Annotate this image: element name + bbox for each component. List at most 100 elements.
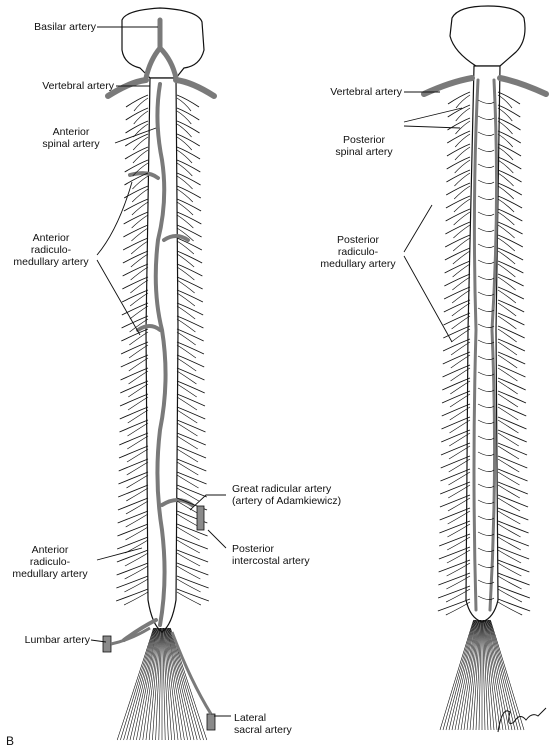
nerve-root	[497, 146, 514, 161]
nerve-root	[446, 575, 471, 590]
nerve-root	[130, 279, 149, 294]
plexus-link	[477, 355, 495, 360]
nerve-root	[176, 344, 197, 359]
cauda-fiber	[485, 619, 501, 731]
cauda-fiber	[166, 627, 188, 741]
nerve-root	[122, 250, 149, 264]
nerve-root	[497, 471, 520, 486]
nerve-root	[497, 172, 514, 187]
nerve-root	[439, 507, 471, 521]
nerve-root	[128, 357, 149, 372]
nerve-root	[497, 299, 525, 313]
nerve-root	[176, 370, 197, 385]
nerve-root	[176, 136, 193, 151]
nerve-root	[497, 497, 521, 512]
nerve-root	[447, 117, 471, 131]
nerve-root	[444, 234, 471, 248]
nerve-root	[453, 224, 471, 239]
nerve-root	[125, 120, 149, 134]
cauda-fiber	[148, 627, 160, 741]
nerve-root	[446, 130, 471, 144]
nerve-root	[497, 130, 522, 144]
cauda-fiber	[484, 619, 498, 731]
nerve-root	[497, 510, 521, 525]
nerve-root	[497, 107, 513, 122]
cauda-fiber	[167, 627, 192, 741]
nerve-root	[126, 487, 149, 502]
nerve-root	[449, 393, 471, 408]
nerve-root	[176, 474, 199, 489]
nerve-root	[497, 572, 530, 586]
nerve-root	[443, 312, 471, 326]
nerve-root	[127, 422, 149, 437]
nerve-root	[176, 409, 198, 424]
nerve-root	[176, 289, 204, 303]
plexus-link	[477, 387, 495, 392]
nerve-root	[444, 260, 471, 274]
nerve-root	[445, 588, 471, 603]
nerve-root	[445, 221, 471, 235]
nerve-root	[176, 315, 204, 329]
left-brainstem	[121, 7, 205, 79]
nerve-root	[447, 523, 471, 538]
cauda-fiber	[168, 627, 201, 741]
nerve-root	[497, 494, 529, 508]
nerve-root	[176, 328, 204, 342]
plexus-link	[477, 179, 495, 184]
nerve-root	[125, 526, 149, 541]
nerve-root	[455, 94, 471, 109]
cauda-fiber	[451, 619, 477, 731]
nerve-root	[445, 208, 471, 222]
cauda-fiber	[132, 627, 157, 741]
nerve-root	[131, 214, 149, 229]
nerve-root	[117, 523, 149, 537]
nerve-root	[438, 559, 471, 573]
cauda-fiber	[482, 619, 489, 731]
posterior-intercostal-stub	[196, 505, 205, 531]
nerve-root	[121, 302, 149, 316]
nerve-root	[120, 341, 149, 355]
cauda-fiber	[488, 619, 519, 731]
nerve-root	[176, 97, 192, 112]
nerve-root	[176, 224, 202, 238]
nerve-root	[132, 175, 149, 190]
cauda-fiber	[463, 619, 479, 731]
plexus-link	[477, 259, 495, 264]
right-posterior-view	[421, 5, 549, 733]
nerve-root	[176, 523, 208, 537]
nerve-root	[124, 565, 149, 580]
nerve-root	[449, 419, 471, 434]
nerve-root	[497, 601, 523, 616]
nerve-root	[497, 182, 523, 196]
anterior-radiculo-medullary-label-upper: Anterior radiculo- medullary artery	[13, 232, 89, 268]
nerve-root	[131, 227, 149, 242]
leader-lines	[90, 26, 463, 717]
nerve-root	[176, 175, 193, 190]
nerve-root	[128, 344, 149, 359]
nerve-root	[497, 354, 518, 369]
nerve-root	[176, 539, 201, 554]
nerve-root	[176, 383, 197, 398]
nerve-root	[447, 91, 471, 105]
nerve-root	[497, 533, 530, 547]
nerve-root	[118, 445, 149, 459]
nerve-root	[176, 578, 201, 593]
nerve-root	[176, 211, 202, 225]
plexus-link	[477, 371, 495, 376]
artist-signature	[497, 707, 547, 733]
cauda-fiber	[488, 619, 516, 731]
nerve-root	[176, 536, 209, 550]
plexus-link	[477, 451, 495, 456]
nerve-root	[127, 396, 149, 411]
anterior-spinal-artery-vessel	[153, 82, 168, 627]
nerve-root	[443, 299, 471, 313]
nerve-root	[441, 429, 471, 443]
nerve-root	[176, 396, 198, 411]
nerve-root	[451, 315, 471, 330]
nerve-root	[119, 393, 149, 407]
left-cauda-equina	[116, 627, 208, 741]
nerve-root	[123, 224, 149, 238]
nerve-root	[497, 325, 525, 339]
nerve-root	[128, 370, 149, 385]
nerve-root	[176, 107, 200, 121]
